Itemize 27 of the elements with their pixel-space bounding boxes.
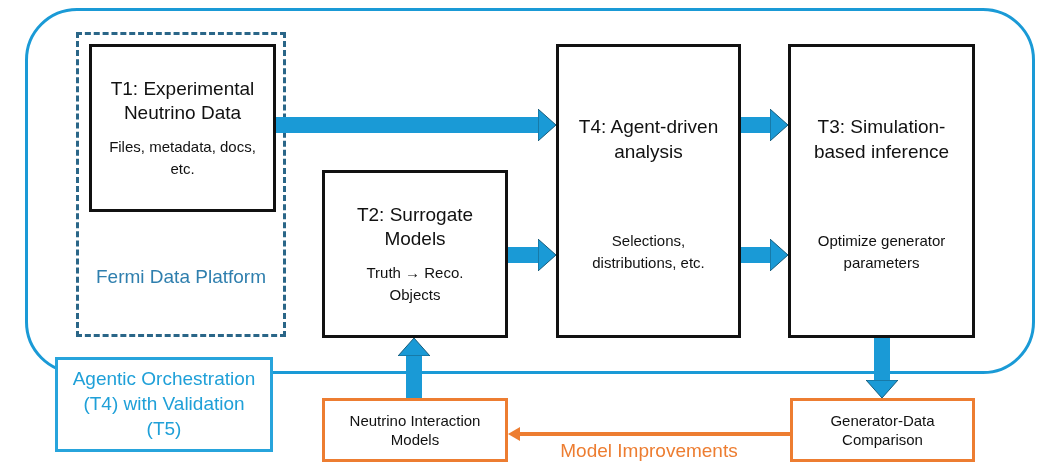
box-title: T3: Simulation-based inference bbox=[812, 115, 951, 164]
box-description: Selections, distributions, etc. bbox=[591, 231, 706, 274]
block-arrow bbox=[741, 108, 789, 142]
block-arrow bbox=[865, 338, 899, 399]
box-title: Agentic Orchestration (T4) with Validation (T5) bbox=[71, 367, 257, 441]
block-arrow bbox=[508, 238, 557, 272]
box-description: Truth → Reco. Objects bbox=[365, 262, 465, 305]
process-box bbox=[790, 398, 975, 462]
process-box bbox=[322, 170, 508, 338]
box-title: Neutrino Interaction Models bbox=[348, 410, 482, 450]
process-box bbox=[556, 44, 741, 338]
box-title: T1: Experimental Neutrino Data bbox=[109, 76, 256, 126]
platform-frame bbox=[76, 32, 286, 337]
process-box bbox=[322, 398, 508, 462]
process-box bbox=[788, 44, 975, 338]
block-arrow bbox=[741, 238, 789, 272]
block-arrow bbox=[276, 108, 557, 142]
process-box bbox=[89, 44, 276, 212]
label-box bbox=[55, 357, 273, 452]
block-arrow bbox=[397, 337, 431, 398]
box-description: Optimize generator parameters bbox=[816, 231, 947, 274]
box-title: T2: Surrogate Models bbox=[355, 202, 475, 252]
box-title: Generator-Data Comparison bbox=[829, 410, 936, 450]
box-title: T4: Agent-driven analysis bbox=[577, 115, 720, 164]
box-description: Files, metadata, docs, etc. bbox=[108, 136, 257, 179]
group-label: Fermi Data Platform bbox=[96, 265, 266, 290]
arrow bbox=[508, 427, 790, 441]
